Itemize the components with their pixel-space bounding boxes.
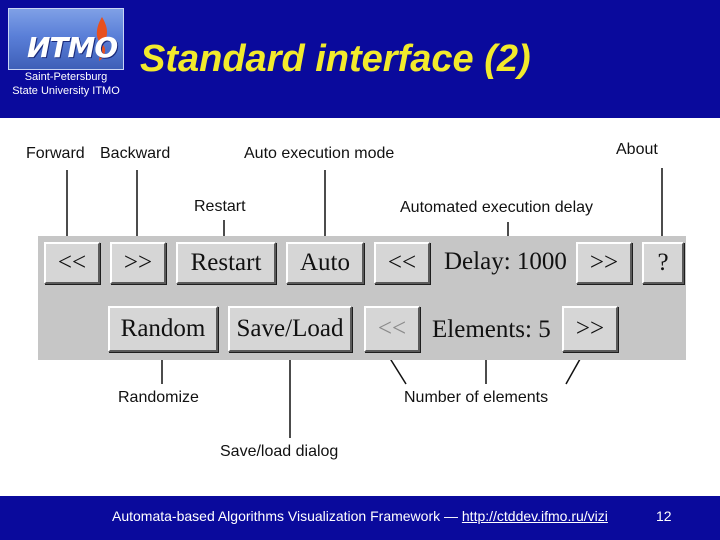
- label-randomize: Randomize: [118, 389, 199, 406]
- random-button[interactable]: Random: [108, 306, 218, 352]
- save-load-button[interactable]: Save/Load: [228, 306, 352, 352]
- elements-decrease-button[interactable]: <<: [364, 306, 420, 352]
- university-line-1: Saint-Petersburg: [24, 71, 108, 83]
- slide-title: Standard interface (2): [140, 38, 531, 80]
- label-restart: Restart: [194, 198, 246, 215]
- toolbar-panel: << >> Restart Auto << Delay: 1000 >> ? R…: [38, 236, 686, 360]
- footer-link[interactable]: http://ctddev.ifmo.ru/vizi: [461, 508, 608, 524]
- footer-text: Automata-based Algorithms Visualization …: [112, 508, 462, 524]
- delay-value: Delay: 1000: [444, 248, 567, 275]
- elements-increase-button[interactable]: >>: [562, 306, 618, 352]
- university-logo: ИТМО: [8, 8, 124, 70]
- about-button[interactable]: ?: [642, 242, 684, 284]
- label-number-of-elements: Number of elements: [404, 389, 549, 406]
- university-line-2: State University ITMO: [12, 85, 120, 97]
- footer-caption: Automata-based Algorithms Visualization …: [112, 508, 608, 524]
- step-forward-button[interactable]: >>: [110, 242, 166, 284]
- delay-decrease-button[interactable]: <<: [374, 242, 430, 284]
- restart-button[interactable]: Restart: [176, 242, 276, 284]
- label-backward: Backward: [100, 145, 171, 162]
- label-forward: Forward: [26, 145, 85, 162]
- elements-value: Elements: 5: [432, 316, 551, 343]
- page-number: 12: [656, 508, 672, 524]
- auto-button[interactable]: Auto: [286, 242, 364, 284]
- footer-bar: [0, 496, 720, 540]
- logo-flame-icon: [96, 17, 108, 61]
- label-about: About: [616, 141, 658, 158]
- label-auto-mode: Auto execution mode: [244, 145, 395, 162]
- university-name: Saint-Petersburg State University ITMO: [4, 70, 128, 98]
- logo-text: ИТМО: [27, 31, 118, 64]
- label-save-load-dialog: Save/load dialog: [220, 443, 339, 460]
- step-back-button[interactable]: <<: [44, 242, 100, 284]
- label-delay: Automated execution delay: [400, 199, 594, 216]
- delay-increase-button[interactable]: >>: [576, 242, 632, 284]
